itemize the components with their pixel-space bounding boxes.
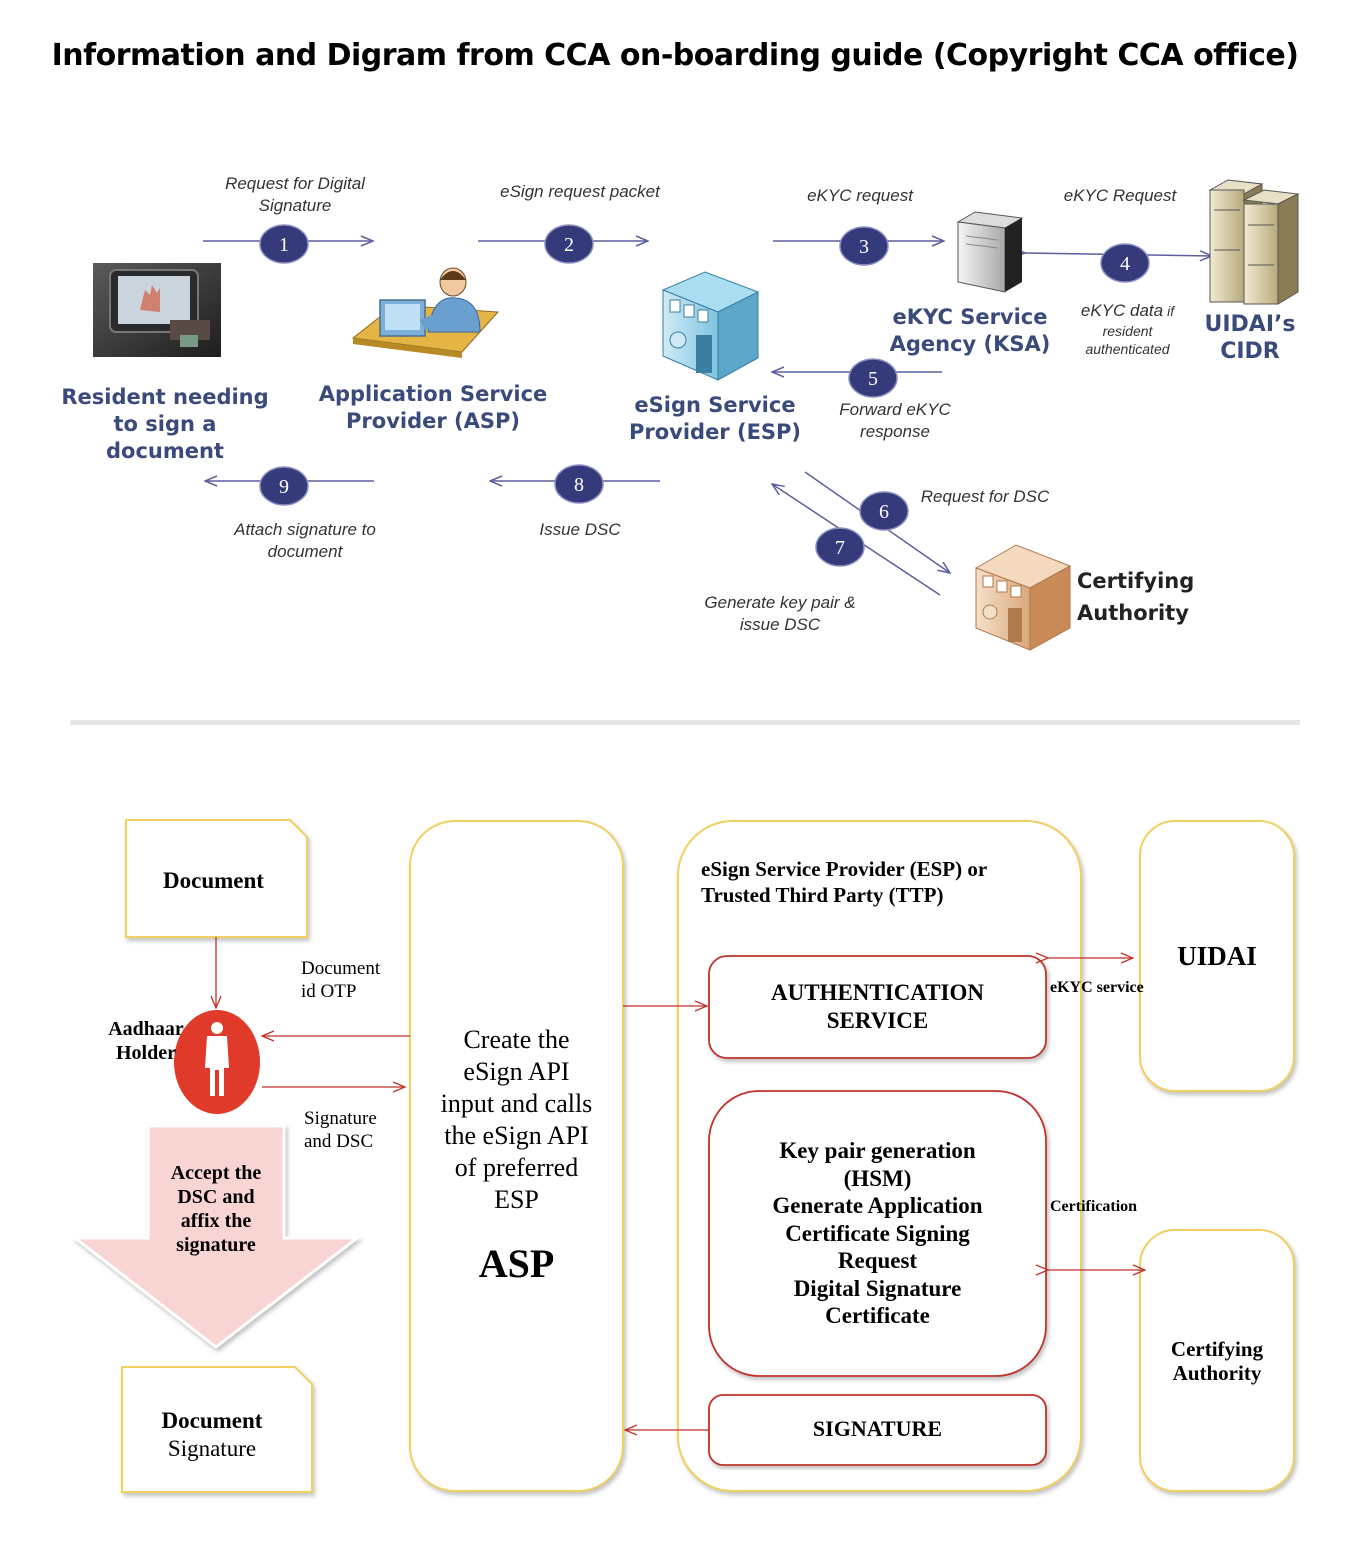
- asp-person-desk-icon: [351, 267, 500, 358]
- step-6-circle: [859, 491, 909, 531]
- step-8-label: Issue DSC: [539, 520, 621, 539]
- asp-box: [409, 820, 624, 1492]
- step-4-label: eKYC Request: [1063, 186, 1177, 205]
- step-circles: [259, 224, 1150, 567]
- document-top-label: Document: [163, 868, 264, 893]
- document-bottom-box: [121, 1366, 313, 1493]
- ksa-server-icon: [956, 211, 1024, 293]
- uidai-box: [1139, 820, 1295, 1092]
- step-9-circle: [259, 466, 309, 506]
- ekyc-service-label: eKYC service: [1050, 979, 1144, 996]
- step-6-label: Request for DSC: [920, 487, 1050, 506]
- accept-signature-arrow: [70, 1124, 362, 1349]
- step-7-circle: [815, 527, 865, 567]
- ca-building-icon: [974, 544, 1072, 651]
- step-9-number: 9: [279, 476, 289, 498]
- step-7-number: 7: [835, 537, 845, 559]
- step-2-circle: [544, 224, 594, 264]
- step-1-number: 1: [279, 234, 289, 256]
- step-7-label: Generate key pair &issue DSC: [704, 593, 856, 634]
- uidai-servers-icon: [1208, 179, 1300, 305]
- step-8-circle: [554, 464, 604, 504]
- asp-box-title: ASP: [478, 1241, 555, 1286]
- esp-building-icon: [661, 271, 760, 381]
- certification-label: Certification: [1050, 1198, 1138, 1215]
- signature-label: SIGNATURE: [812, 1416, 943, 1441]
- step-5-number: 5: [868, 368, 878, 390]
- step-6-number: 6: [879, 501, 889, 523]
- step-4-number: 4: [1120, 253, 1130, 275]
- step-4-return-label: eKYC data if resident authenticated: [1080, 301, 1175, 357]
- esign-flow-diagram: 1 2 3 4 5 6 7 8 9: [93, 179, 1300, 651]
- step-2-label: eSign request packet: [500, 182, 660, 201]
- certifying-authority-box: [1139, 1229, 1295, 1492]
- step-3-circle: [839, 226, 889, 266]
- authentication-service-box: [708, 955, 1047, 1059]
- section-divider: [70, 720, 1300, 725]
- step-5-circle: [848, 358, 898, 398]
- kiosk-image: [93, 263, 221, 357]
- keypair-generation-label: Key pair generation(HSM)Generate Applica…: [772, 1138, 983, 1328]
- step-1-circle: [259, 224, 309, 264]
- page-title: Information and Digram from CCA on-board…: [51, 38, 1299, 73]
- step-2-number: 2: [564, 234, 574, 256]
- keypair-generation-box: [708, 1090, 1047, 1377]
- step-3-number: 3: [859, 236, 869, 258]
- aadhaar-holder-icon: [174, 1010, 260, 1114]
- step-3-label: eKYC request: [807, 186, 913, 205]
- step-8-number: 8: [574, 474, 584, 496]
- document-top-box: [125, 819, 308, 938]
- uidai-label: UIDAI: [1177, 941, 1257, 971]
- step-4-circle: [1100, 243, 1150, 283]
